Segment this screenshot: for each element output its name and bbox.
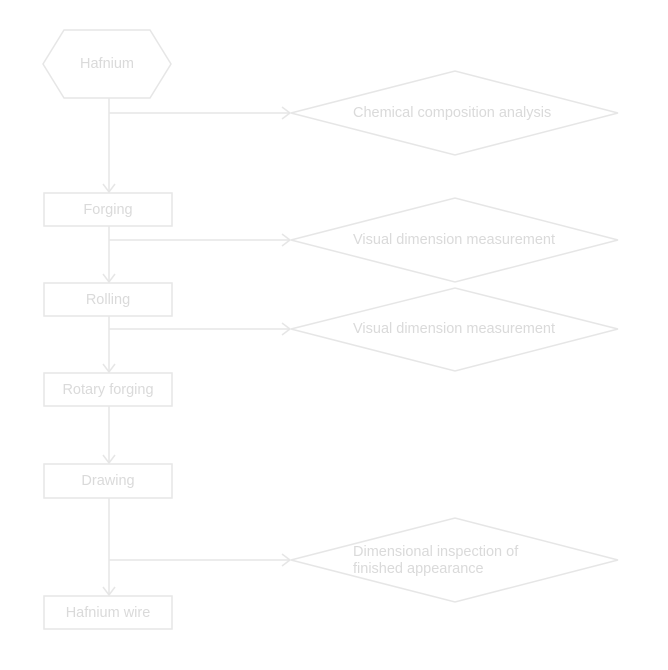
step-forging: Forging (43, 192, 173, 227)
arrowhead-rotary-forging (102, 363, 116, 374)
connectors (102, 97, 292, 597)
branch-arrow-check-4 (281, 553, 292, 567)
check-label: Visual dimension measurement (353, 321, 555, 337)
check-label-line-2: finished appearance (353, 561, 484, 577)
check-label: Chemical composition analysis (353, 105, 551, 121)
step-label: Rolling (86, 292, 130, 308)
step-label: Hafnium wire (66, 605, 151, 621)
branch-arrow-check-2 (281, 233, 292, 247)
step-rotary-forging: Rotary forging (43, 372, 173, 407)
step-rolling: Rolling (43, 282, 173, 317)
step-box (43, 595, 173, 630)
step-box (43, 372, 173, 407)
check-finished-appearance: Dimensional inspection of finished appea… (290, 517, 619, 603)
start-hexagon (42, 29, 172, 99)
check-label-line-1: Dimensional inspection of (353, 544, 519, 560)
branch-arrow-check-3 (281, 322, 292, 336)
step-label: Drawing (81, 473, 134, 489)
branch-arrow-check-1 (281, 106, 292, 120)
arrowhead-rolling (102, 273, 116, 284)
arrowhead-forging (102, 183, 116, 194)
step-drawing: Drawing (43, 463, 173, 499)
step-box (43, 282, 173, 317)
step-label: Rotary forging (62, 382, 153, 398)
start-label: Hafnium (80, 56, 134, 72)
step-label: Forging (83, 202, 132, 218)
check-diamond (290, 197, 619, 283)
check-visual-dimension-2: Visual dimension measurement (290, 287, 619, 372)
step-box (43, 463, 173, 499)
check-chemical-composition: Chemical composition analysis (290, 70, 619, 156)
step-box (43, 192, 173, 227)
check-diamond (290, 517, 619, 603)
arrowhead-drawing (102, 454, 116, 465)
step-hafnium-wire: Hafnium wire (43, 595, 173, 630)
check-diamond (290, 287, 619, 372)
start-node: Hafnium (42, 29, 172, 99)
check-diamond (290, 70, 619, 156)
check-visual-dimension-1: Visual dimension measurement (290, 197, 619, 283)
check-label: Visual dimension measurement (353, 232, 555, 248)
arrowhead-wire (102, 586, 116, 597)
